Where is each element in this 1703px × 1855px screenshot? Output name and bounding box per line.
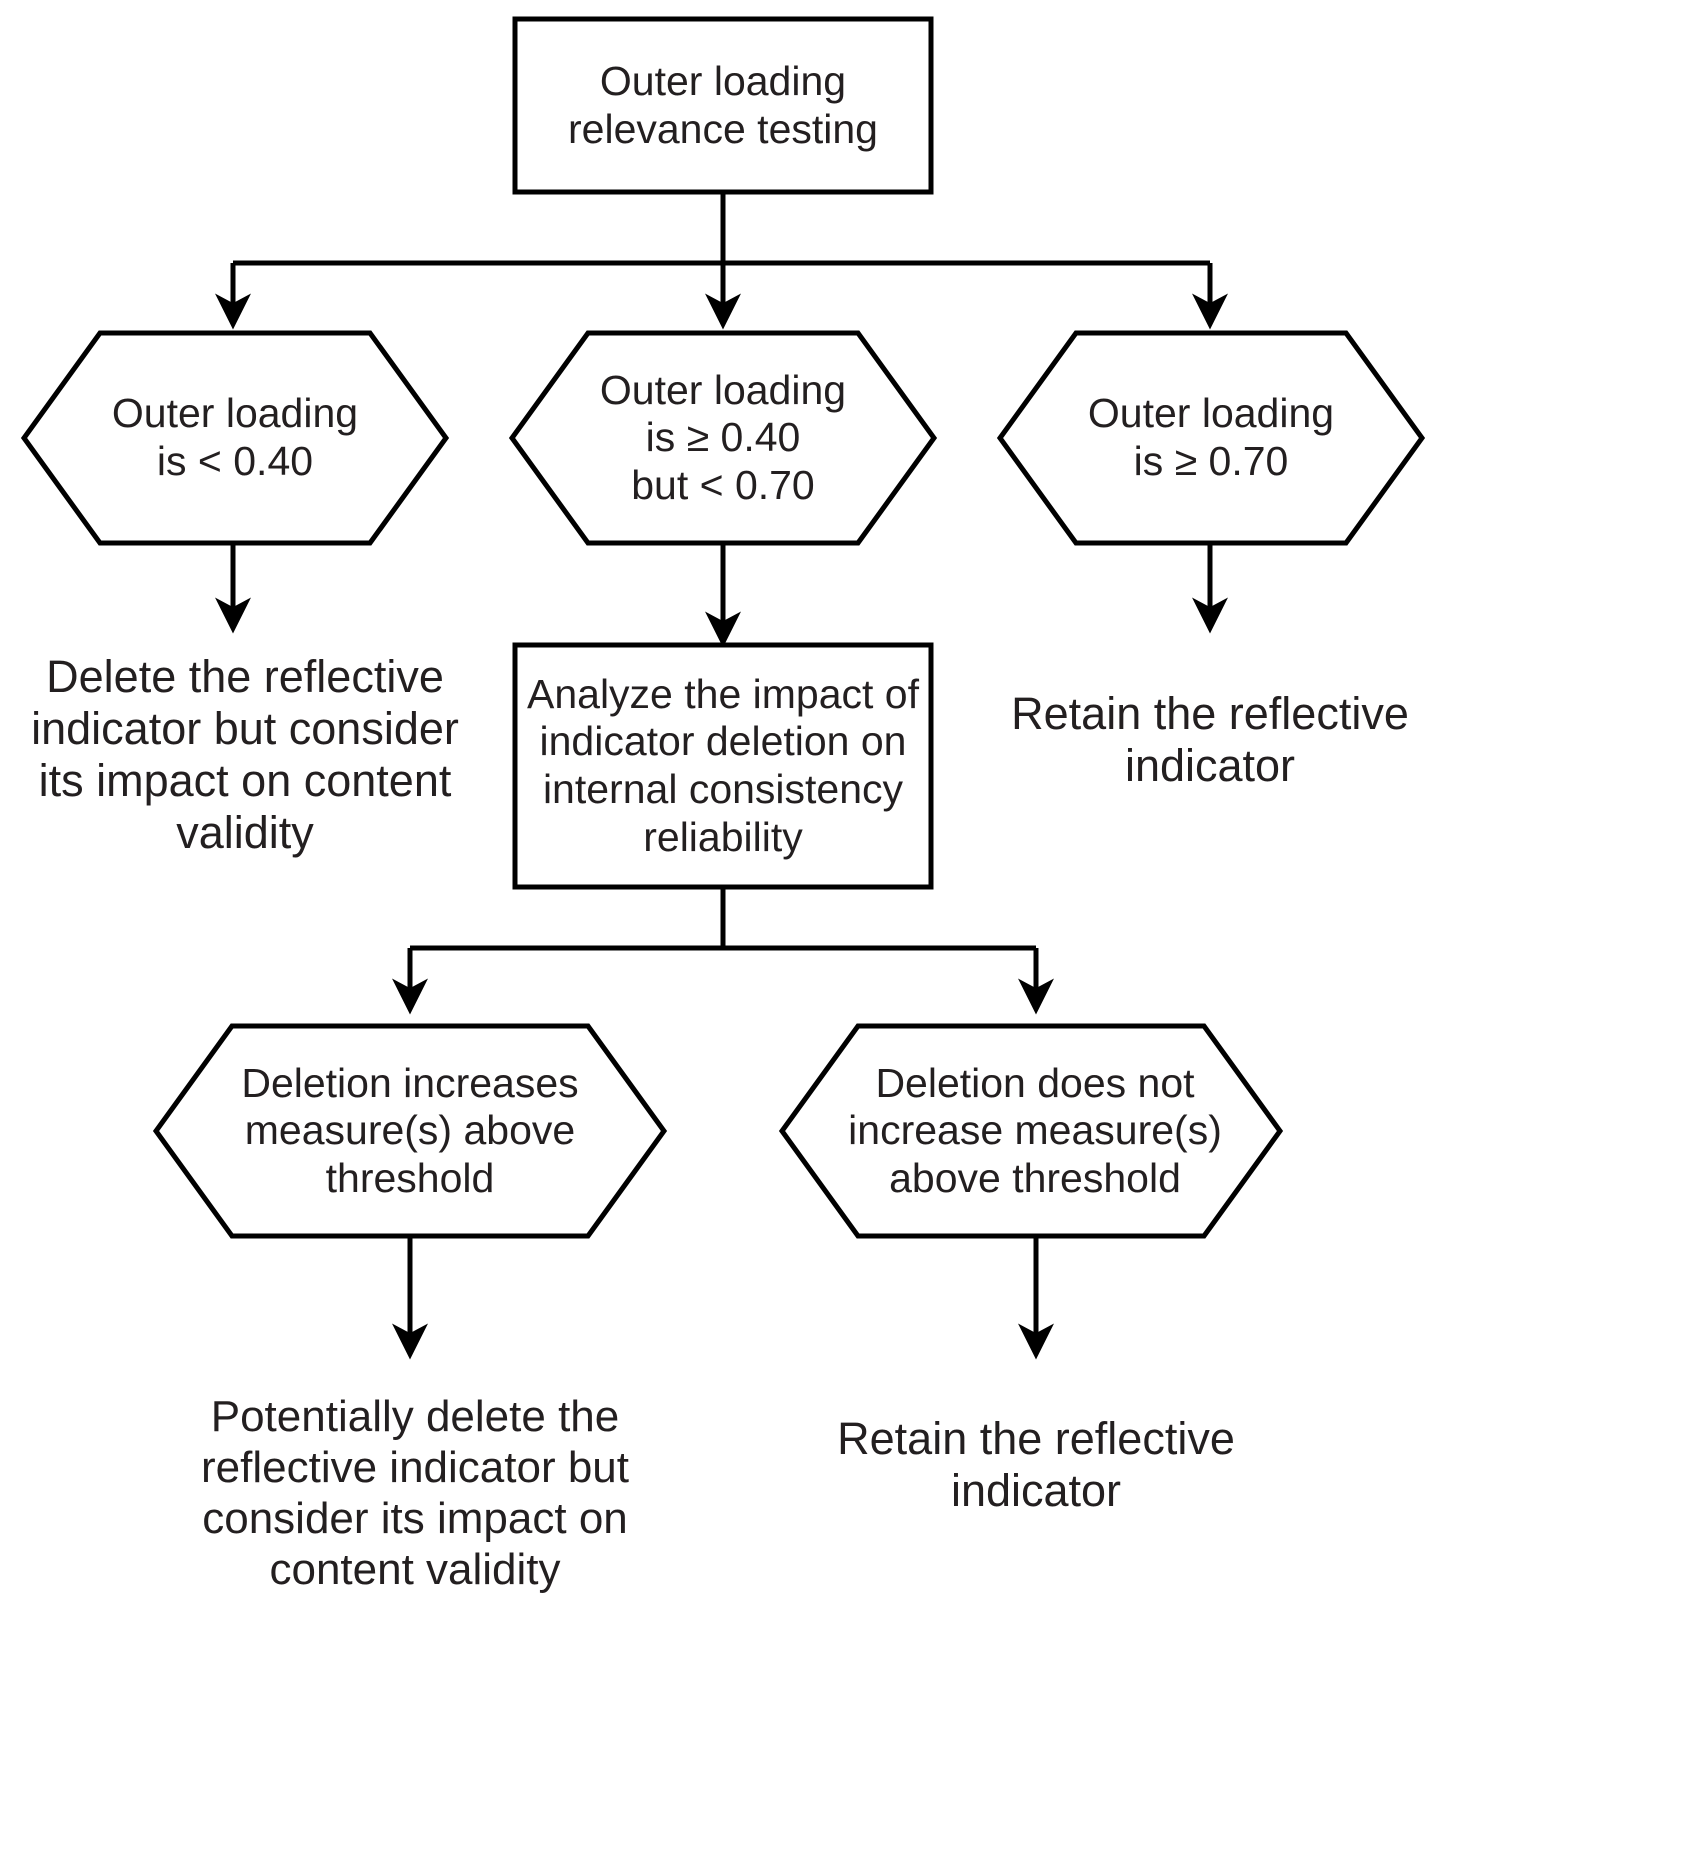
node-increase-yes: Deletion increases measure(s) above thre… [215, 1041, 605, 1221]
node-shape-increase-yes [152, 1023, 668, 1239]
node-increase-no: Deletion does not increase measure(s) ab… [840, 1041, 1230, 1221]
node-outcome-low: Delete the reflective indicator but cons… [10, 640, 480, 870]
node-branch-high-label: Outer loading is ≥ 0.70 [1087, 390, 1335, 484]
node-branch-high: Outer loading is ≥ 0.70 [1056, 353, 1366, 523]
node-branch-mid: Outer loading is ≥ 0.40 but < 0.70 [568, 343, 878, 533]
node-increase-yes-label: Deletion increases measure(s) above thre… [241, 1059, 579, 1201]
node-root: Outer loading relevance testing [515, 19, 931, 192]
node-outcome-delete: Potentially delete the reflective indica… [160, 1368, 670, 1618]
node-shape-branch-mid [508, 330, 938, 546]
node-shape-increase-no [778, 1023, 1284, 1239]
node-outcome-delete-label: Potentially delete the reflective indica… [201, 1391, 629, 1595]
node-branch-low-label: Outer loading is < 0.40 [111, 390, 359, 484]
node-outcome-low-label: Delete the reflective indicator but cons… [31, 650, 459, 859]
node-root-label: Outer loading relevance testing [568, 57, 878, 152]
node-analyze: Analyze the impact of indicator deletion… [515, 645, 931, 887]
node-shape-branch-high [996, 330, 1426, 546]
node-outcome-high-label: Retain the reflective indicator [1011, 687, 1409, 791]
node-outcome-retain: Retain the reflective indicator [806, 1400, 1266, 1530]
node-branch-low: Outer loading is < 0.40 [80, 353, 390, 523]
node-analyze-label: Analyze the impact of indicator deletion… [527, 670, 919, 860]
node-increase-no-label: Deletion does not increase measure(s) ab… [848, 1059, 1222, 1201]
node-shape-branch-low [20, 330, 450, 546]
node-branch-mid-label: Outer loading is ≥ 0.40 but < 0.70 [599, 366, 847, 508]
node-outcome-high: Retain the reflective indicator [980, 680, 1440, 800]
node-shape-root [512, 16, 934, 195]
node-outcome-retain-label: Retain the reflective indicator [837, 1412, 1235, 1516]
